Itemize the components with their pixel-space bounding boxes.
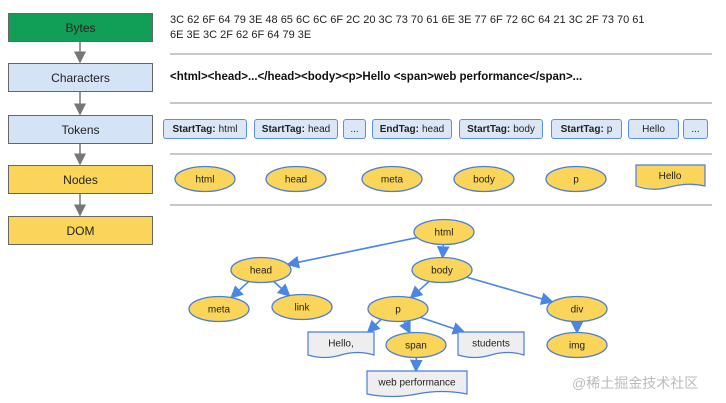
node-p: p [545, 165, 607, 193]
divider [170, 53, 712, 55]
token-value: head [307, 123, 331, 135]
token-type: StartTag: [172, 123, 216, 135]
dom-node-head: head [230, 256, 292, 284]
node-head: head [265, 165, 327, 193]
token-value: ... [350, 123, 359, 135]
token-type: StartTag: [560, 123, 604, 135]
dom-text-webperf-label: web performance [377, 378, 456, 389]
bytes-line-1: 3C 62 6F 64 79 3E 48 65 6C 6C 6F 2C 20 3… [170, 14, 645, 26]
node-meta-label: meta [381, 175, 404, 186]
edge-html-head [286, 236, 418, 269]
divider [170, 204, 712, 206]
dom-node-html: html [413, 218, 475, 246]
dom-node-p: p [367, 295, 429, 323]
characters-text: <html><head>...</head><body><p>Hello <sp… [170, 71, 583, 83]
divider [170, 153, 712, 155]
token: EndTag:head [372, 119, 452, 139]
stage-dom: DOM [8, 216, 153, 245]
dom-node-html-label: html [435, 228, 454, 239]
edge-html-body [436, 244, 450, 260]
token-value: p [606, 123, 613, 135]
token: StartTag:body [459, 119, 543, 139]
node-hello-label: Hello [659, 171, 682, 182]
edge-head-meta [230, 280, 250, 299]
node-hello: Hello [635, 164, 706, 190]
stage-characters: Characters [8, 63, 153, 92]
token-value: head [422, 123, 445, 135]
divider [170, 102, 712, 104]
node-body: body [453, 165, 515, 193]
node-p-label: p [573, 175, 579, 186]
bytes-text: 3C 62 6F 64 79 3E 48 65 6C 6C 6F 2C 20 3… [170, 13, 690, 43]
edge-body-div [466, 276, 554, 305]
dom-node-div: div [546, 295, 608, 323]
token-value: html [218, 123, 238, 135]
stage-nodes: Nodes [8, 165, 153, 194]
dom-node-link-label: link [294, 303, 310, 314]
token-value: Hello [642, 123, 665, 135]
token-type: StartTag: [467, 123, 511, 135]
dom-node-meta-label: meta [208, 305, 231, 316]
dom-node-head-label: head [250, 266, 272, 277]
token: StartTag:p [551, 119, 622, 139]
dom-node-meta: meta [188, 295, 250, 323]
dom-text-students: students [457, 331, 525, 359]
bytes-line-2: 6E 3E 3C 2F 62 6F 64 79 3E [170, 29, 312, 41]
token-type: StartTag: [261, 123, 305, 135]
edge-p-hello [366, 318, 382, 334]
edge-body-p [409, 280, 430, 299]
node-body-label: body [473, 175, 495, 186]
token: StartTag:html [163, 119, 247, 139]
dom-node-body-label: body [431, 266, 453, 277]
dom-text-webperf: web performance [366, 370, 468, 398]
edge-head-link [273, 280, 291, 297]
node-head-label: head [285, 175, 307, 186]
token-value: ... [691, 123, 700, 135]
stage-bytes: Bytes [8, 13, 153, 42]
dom-text-hello: Hello, [307, 331, 375, 359]
node-html-label: html [196, 175, 215, 186]
dom-node-span-label: span [405, 341, 427, 352]
token: ... [343, 119, 366, 139]
dom-node-body: body [411, 256, 473, 284]
token-value: body [513, 123, 535, 135]
dom-node-div-label: div [571, 305, 584, 316]
dom-node-img-label: img [569, 341, 585, 352]
dom-text-students-label: students [472, 339, 510, 350]
token: StartTag:head [254, 119, 338, 139]
token-type: EndTag: [379, 123, 419, 135]
edge-p-span [399, 319, 411, 335]
stage-tokens: Tokens [8, 115, 153, 144]
dom-node-img: img [546, 331, 608, 359]
token: ... [683, 119, 708, 139]
edge-p-students [420, 316, 466, 335]
dom-node-link: link [271, 293, 333, 321]
token: Hello [628, 119, 679, 139]
node-meta: meta [361, 165, 423, 193]
watermark: @稀土掘金技术社区 [572, 375, 699, 391]
node-html: html [174, 165, 236, 193]
dom-text-hello-label: Hello, [328, 339, 354, 350]
dom-node-p-label: p [395, 305, 401, 316]
dom-node-span: span [385, 331, 447, 359]
